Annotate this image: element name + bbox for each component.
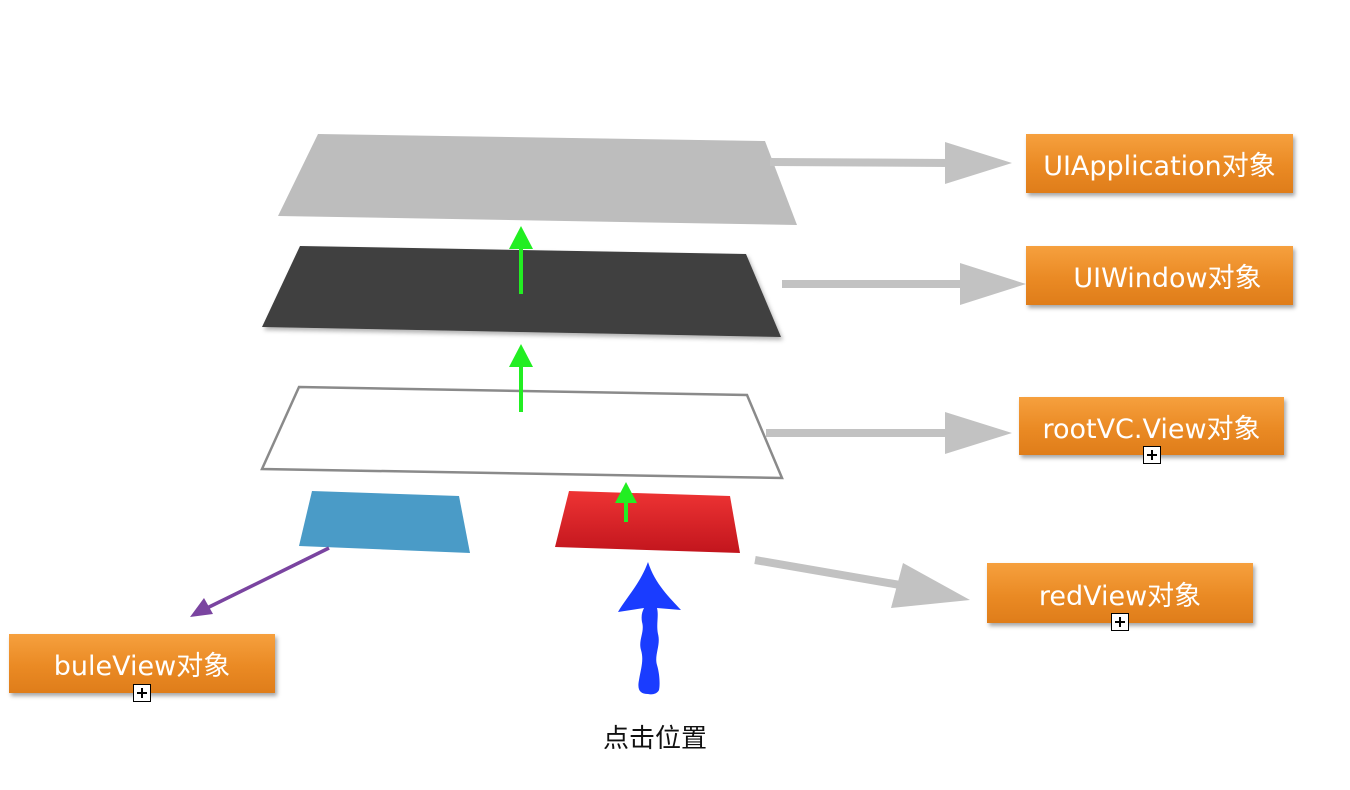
uiapplication-layer	[278, 134, 797, 225]
up-arrow-root-to-window	[509, 344, 533, 412]
blue-view-layer	[299, 491, 470, 553]
rootvc-view-label: rootVC.View对象	[1019, 397, 1284, 455]
pointer-arrow-window	[782, 263, 1026, 305]
redview-expand-icon[interactable]	[1111, 613, 1129, 631]
pointer-arrow-redview	[754, 556, 970, 608]
uiwindow-label: UIWindow对象	[1026, 246, 1293, 305]
touch-point-arrow	[618, 562, 681, 695]
pointer-arrow-buleview	[190, 546, 330, 617]
pointer-arrow-rootvc	[766, 412, 1012, 454]
pointer-arrow-application	[769, 142, 1012, 184]
uiapplication-label: UIApplication对象	[1026, 134, 1293, 193]
buleview-expand-icon[interactable]	[133, 684, 151, 702]
rootvc-view-expand-icon[interactable]	[1143, 446, 1161, 464]
buleview-label: buleView对象	[9, 634, 275, 693]
up-arrow-red-to-root	[615, 482, 637, 522]
touch-point-caption: 点击位置	[602, 724, 707, 754]
rootvc-view-layer	[260, 385, 784, 480]
up-arrow-window-to-application	[509, 226, 533, 294]
red-view-layer	[555, 491, 740, 553]
